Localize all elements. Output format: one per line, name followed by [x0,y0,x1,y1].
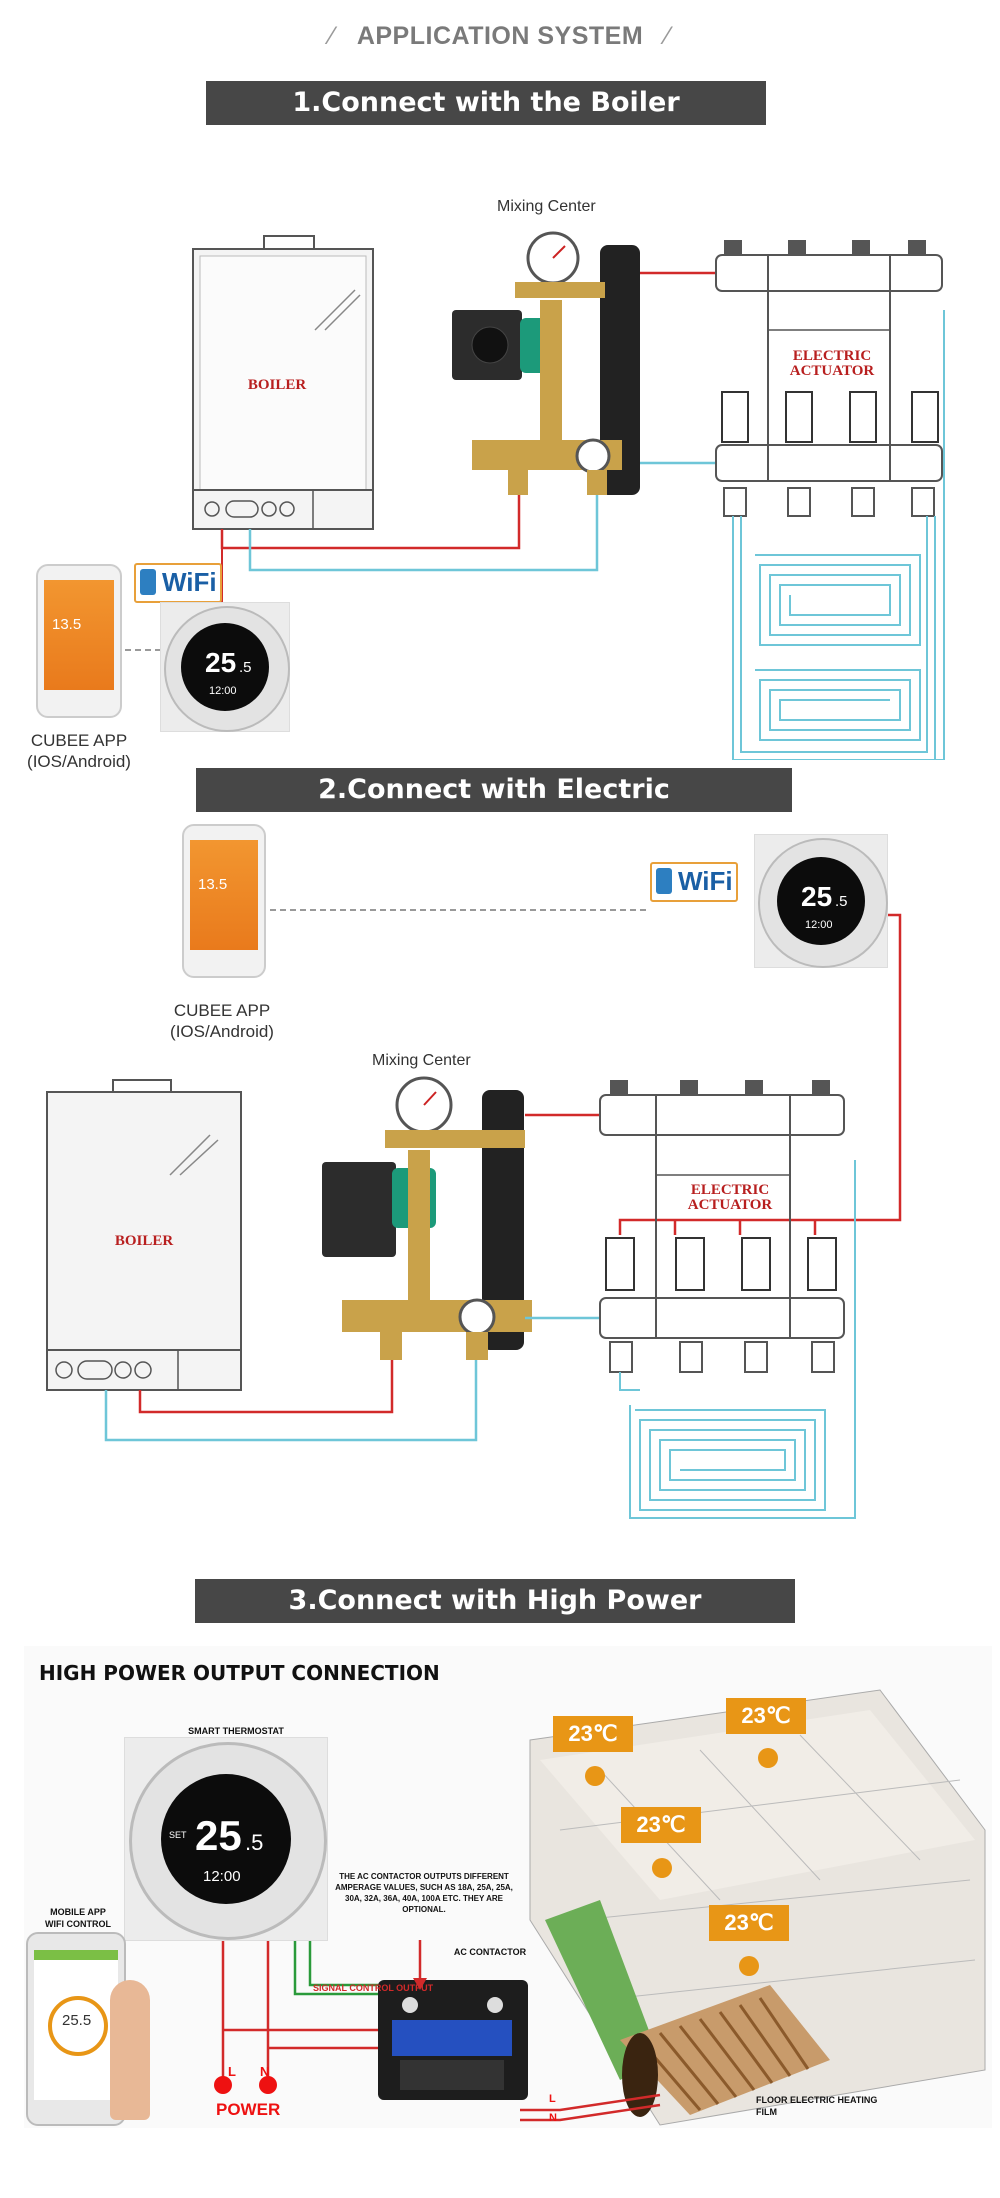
location-pins [585,1748,778,1976]
mixing-center-label-2: Mixing Center [372,1052,471,1069]
mobile-app-label: MOBILE APP WIFI CONTROL [45,1907,111,1929]
n-out-label: N [549,2112,557,2124]
l-out-label: L [549,2093,556,2105]
section1-diagram [115,231,945,760]
power-label: POWER [216,2100,281,2119]
wifi-badge-2: WiFi [650,862,738,902]
section1-banner: 1.Connect with the Boiler [206,81,766,125]
actuator-label-2: ELECTRIC ACTUATOR [687,1182,773,1213]
temp-tag-3: 23℃ [621,1807,701,1843]
high-power-title: HIGH POWER OUTPUT CONNECTION [39,1661,440,1685]
temp-tag-1: 23℃ [553,1716,633,1752]
thermostat-2: 25 .5 12:00 [754,834,888,968]
wifi-icon-2 [656,868,672,894]
phone-3: 25.5 [26,1932,126,2126]
page-title: ⁄ APPLICATION SYSTEM ⁄ [329,22,671,50]
boiler-label-2: BOILER [114,1233,174,1249]
actuator-label: ELECTRIC ACTUATOR [789,348,875,379]
temp-tag-4: 23℃ [709,1905,789,1941]
power-l-terminal [214,2076,232,2094]
wifi-icon [140,569,156,595]
app-caption-2: CUBEE APP (IOS/Android) [170,1001,274,1041]
app-caption: CUBEE APP (IOS/Android) [27,731,131,771]
boiler [192,235,374,530]
floor-heating-loops [619,1160,856,1519]
manifold-unit [640,240,943,517]
contactor-note: THE AC CONTACTOR OUTPUTS DIFFERENT AMPER… [335,1872,513,1914]
section2-diagram [46,909,902,1519]
manifold-unit [525,1080,845,1373]
mixing-center-label: Mixing Center [497,198,596,215]
phone-screen-2: 13.5 [190,840,258,950]
l-label: L [228,2064,236,2079]
signal-output-label: SIGNAL CONTROL OUTPUT [313,1983,434,1993]
smart-thermostat-label: SMART THERMOSTAT [188,1726,284,1736]
ac-contactor [378,1980,528,2100]
thermostat: 25 .5 12:00 [160,602,290,732]
temp-tag-2: 23℃ [726,1698,806,1734]
hand [110,1980,150,2120]
floor-heating-loops [732,310,945,760]
boiler-label: BOILER [247,377,307,393]
section3-banner: 3.Connect with High Power [195,1579,795,1623]
ac-contactor-label: AC CONTACTOR [453,1947,527,1957]
floor-film-label: FLOOR ELECTRIC HEATING FILM [756,2095,878,2117]
mixing-center-unit [322,1076,532,1360]
phone: 13.5 [36,564,122,718]
mixing-center-unit [452,231,640,495]
boiler [46,1079,242,1391]
phone-2: 13.5 [182,824,266,978]
house-illustration [529,1689,986,2126]
smart-thermostat: SET 25 .5 12:00 [124,1737,328,1941]
n-label: N [260,2064,270,2079]
phone-screen: 13.5 [44,580,114,690]
wifi-badge: WiFi [134,563,222,603]
section2-banner: 2.Connect with Electric Actuator&Valve [196,768,792,849]
power-n-terminal [259,2076,277,2094]
